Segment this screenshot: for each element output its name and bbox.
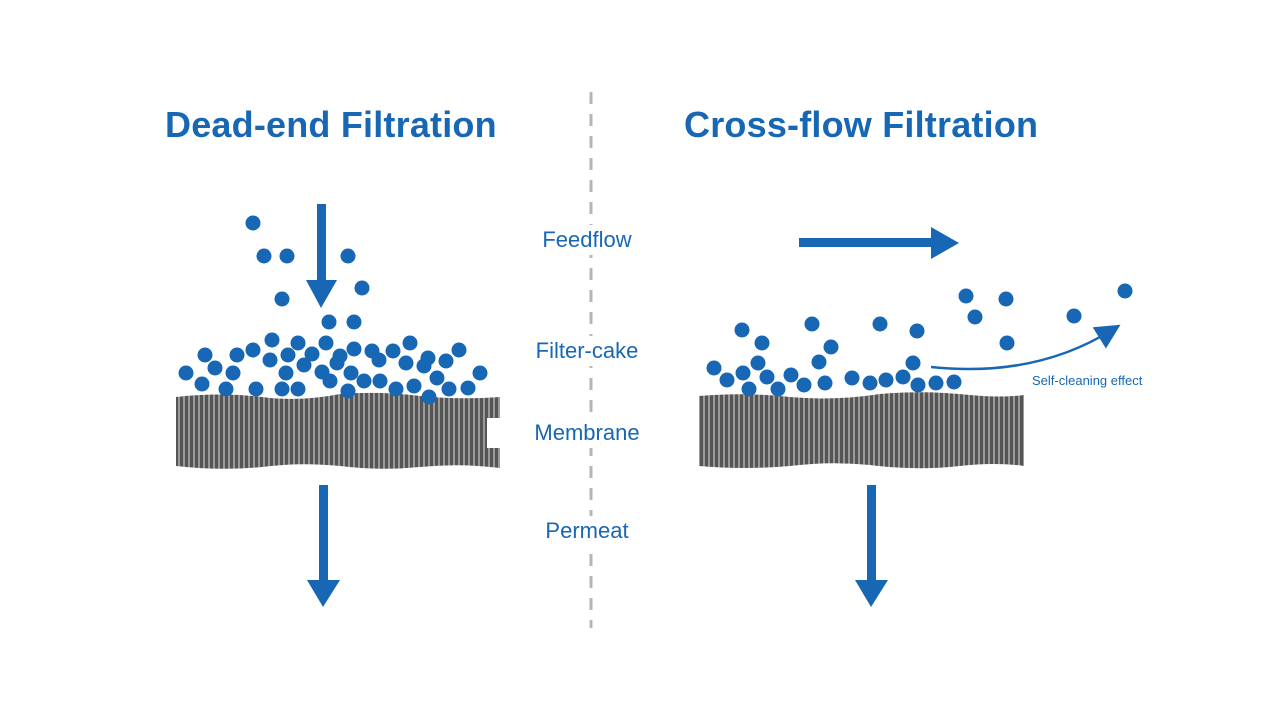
- left-particle: [438, 353, 454, 369]
- left-particles: [178, 215, 488, 405]
- left-particle: [197, 347, 213, 363]
- left-particle: [245, 342, 261, 358]
- left-particle: [416, 358, 432, 374]
- right-particle: [999, 335, 1015, 351]
- right-particle: [910, 377, 926, 393]
- left-particle: [290, 381, 306, 397]
- right-particle: [804, 316, 820, 332]
- right-particle: [946, 374, 962, 390]
- right-membrane: [699, 392, 1024, 469]
- right-particle: [719, 372, 735, 388]
- dead-end-title: Dead-end Filtration: [165, 104, 497, 145]
- left-particle: [304, 346, 320, 362]
- left-particle: [346, 314, 362, 330]
- right-particle: [796, 377, 812, 393]
- right-particle: [862, 375, 878, 391]
- left-particle: [321, 314, 337, 330]
- left-particle: [274, 381, 290, 397]
- right-particle: [1066, 308, 1082, 324]
- right-permeat-arrow: [855, 485, 888, 607]
- left-particle: [371, 352, 387, 368]
- left-particle: [441, 381, 457, 397]
- self-cleaning-arrow: [930, 324, 1121, 371]
- left-particle: [207, 360, 223, 376]
- self-cleaning-label: Self-cleaning effect: [1032, 373, 1143, 388]
- feedflow-label: Feedflow: [487, 225, 687, 255]
- left-particle: [245, 215, 261, 231]
- right-particle: [905, 355, 921, 371]
- right-particle: [754, 335, 770, 351]
- left-particle: [218, 381, 234, 397]
- right-particle: [734, 322, 750, 338]
- right-particle: [1117, 283, 1133, 299]
- left-particle: [290, 335, 306, 351]
- right-particle: [750, 355, 766, 371]
- right-particle: [759, 369, 775, 385]
- right-particle: [967, 309, 983, 325]
- left-particle: [354, 280, 370, 296]
- left-particle: [262, 352, 278, 368]
- right-particle: [817, 375, 833, 391]
- membrane-label: Membrane: [487, 418, 687, 448]
- right-particle: [706, 360, 722, 376]
- right-particles: [706, 283, 1133, 397]
- left-particle: [451, 342, 467, 358]
- left-particle: [322, 373, 338, 389]
- right-particle: [770, 381, 786, 397]
- permeat-label: Permeat: [487, 516, 687, 546]
- left-membrane: [176, 392, 500, 469]
- left-particle: [329, 355, 345, 371]
- left-particle: [256, 248, 272, 264]
- left-permeat-arrow: [307, 485, 340, 607]
- right-particle: [735, 365, 751, 381]
- right-particle: [998, 291, 1014, 307]
- left-particle: [356, 373, 372, 389]
- left-feed-arrow: [306, 204, 337, 308]
- left-particle: [340, 248, 356, 264]
- left-particle: [340, 383, 356, 399]
- right-particle: [783, 367, 799, 383]
- left-particle: [460, 380, 476, 396]
- right-feed-arrow: [799, 227, 959, 259]
- left-particle: [429, 370, 445, 386]
- left-particle: [421, 389, 437, 405]
- right-particle: [844, 370, 860, 386]
- left-particle: [274, 291, 290, 307]
- left-particle: [346, 341, 362, 357]
- left-particle: [402, 335, 418, 351]
- filter-cake-label: Filter-cake: [487, 336, 687, 366]
- left-particle: [280, 347, 296, 363]
- left-particle: [296, 357, 312, 373]
- right-particle: [895, 369, 911, 385]
- left-particle: [225, 365, 241, 381]
- left-particle: [343, 365, 359, 381]
- left-particle: [472, 365, 488, 381]
- left-particle: [318, 335, 334, 351]
- right-particle: [872, 316, 888, 332]
- left-particle: [406, 378, 422, 394]
- right-particle: [958, 288, 974, 304]
- left-particle: [178, 365, 194, 381]
- right-particle: [811, 354, 827, 370]
- right-particle: [878, 372, 894, 388]
- left-particle: [264, 332, 280, 348]
- right-particle: [741, 381, 757, 397]
- left-particle: [229, 347, 245, 363]
- left-particle: [372, 373, 388, 389]
- left-particle: [385, 343, 401, 359]
- right-particle: [928, 375, 944, 391]
- left-particle: [194, 376, 210, 392]
- right-particle: [823, 339, 839, 355]
- left-particle: [279, 248, 295, 264]
- cross-flow-title: Cross-flow Filtration: [684, 104, 1039, 145]
- left-particle: [398, 355, 414, 371]
- left-particle: [388, 381, 404, 397]
- left-particle: [248, 381, 264, 397]
- right-particle: [909, 323, 925, 339]
- left-particle: [278, 365, 294, 381]
